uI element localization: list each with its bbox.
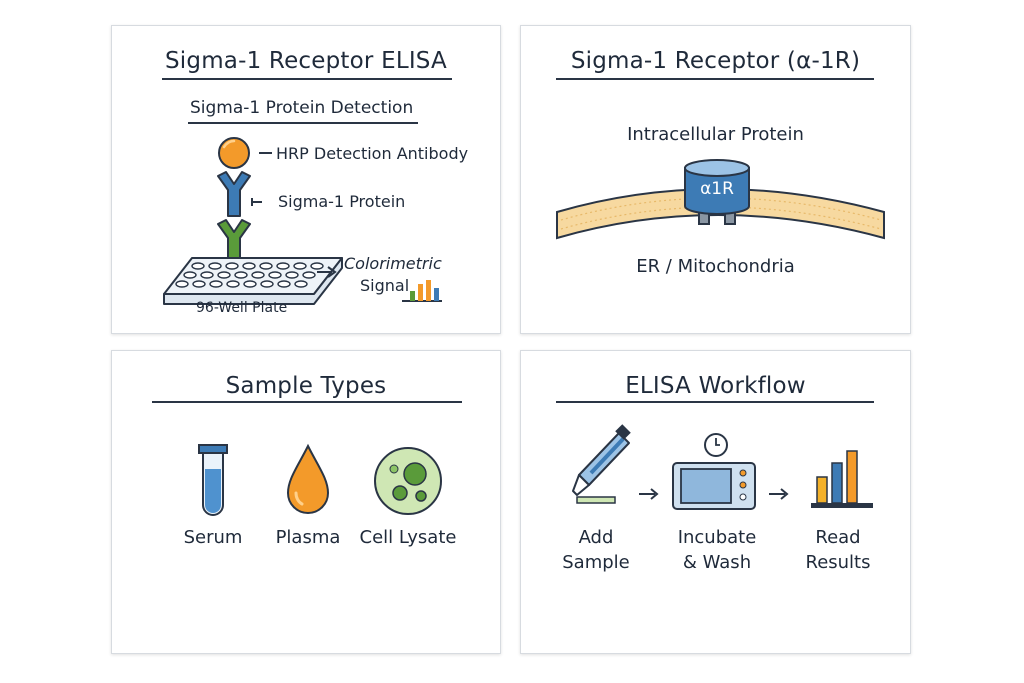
incubator-icon bbox=[672, 433, 756, 510]
step-1-line2: Sample bbox=[562, 552, 630, 573]
samples-panel: Sample Types Serum Plasma Cell Lysate bbox=[111, 350, 501, 654]
step-3-line1: Read bbox=[815, 527, 861, 548]
receptor-panel: Sigma-1 Receptor (α-1R) Intracellular Pr… bbox=[520, 25, 911, 334]
receptor-icon bbox=[684, 159, 750, 225]
signal-label-1: Colorimetric bbox=[344, 254, 442, 273]
er-mito-label: ER / Mitochondria bbox=[636, 256, 795, 277]
arrow-right-icon bbox=[639, 488, 659, 500]
step-2-line2: & Wash bbox=[682, 552, 752, 573]
elisa-subtitle: Sigma-1 Protein Detection bbox=[190, 98, 414, 118]
signal-label-2: Signal bbox=[360, 276, 410, 295]
detection-antibody-icon bbox=[217, 171, 262, 217]
signal-chart-icon bbox=[402, 280, 442, 302]
capture-antibody-icon bbox=[217, 219, 251, 261]
arrow-right-icon bbox=[769, 488, 789, 500]
hrp-sphere-icon bbox=[218, 137, 272, 169]
workflow-title-rule bbox=[556, 401, 874, 403]
workflow-icons bbox=[572, 424, 873, 510]
elisa-title: Sigma-1 Receptor ELISA bbox=[165, 48, 447, 74]
intracellular-label: Intracellular Protein bbox=[627, 124, 804, 145]
step-2-line1: Incubate bbox=[677, 527, 757, 548]
workflow-title: ELISA Workflow bbox=[625, 373, 806, 399]
membrane-diagram bbox=[556, 159, 885, 240]
plate-label: 96-Well Plate bbox=[196, 300, 288, 316]
step-1-line1: Add bbox=[578, 527, 614, 548]
elisa-subtitle-rule bbox=[188, 122, 418, 124]
pipette-icon bbox=[572, 424, 631, 504]
test-tube-icon bbox=[198, 444, 228, 516]
samples-title-rule bbox=[152, 401, 462, 403]
arrow-right-icon bbox=[317, 266, 337, 278]
droplet-icon bbox=[286, 443, 330, 514]
sample-label-serum: Serum bbox=[183, 527, 243, 548]
sample-label-lysate: Cell Lysate bbox=[359, 527, 457, 548]
samples-title: Sample Types bbox=[225, 373, 387, 399]
elisa-panel: Sigma-1 Receptor ELISA Sigma-1 Protein D… bbox=[111, 25, 501, 334]
elisa-diagram bbox=[163, 137, 442, 305]
step-3-line2: Results bbox=[805, 552, 871, 573]
well-plate-icon bbox=[163, 257, 343, 305]
protein-label: Sigma-1 Protein bbox=[278, 192, 406, 211]
cell-icon bbox=[374, 447, 442, 515]
elisa-title-rule bbox=[162, 78, 452, 80]
hrp-label: HRP Detection Antibody bbox=[276, 144, 469, 163]
workflow-panel: ELISA Workflow bbox=[520, 350, 911, 654]
bar-chart-icon bbox=[811, 450, 873, 508]
receptor-title: Sigma-1 Receptor (α-1R) bbox=[570, 48, 861, 74]
sample-label-plasma: Plasma bbox=[275, 527, 341, 548]
receptor-title-rule bbox=[556, 78, 874, 80]
sample-icons bbox=[198, 443, 442, 516]
receptor-tag: α1R bbox=[700, 179, 734, 199]
